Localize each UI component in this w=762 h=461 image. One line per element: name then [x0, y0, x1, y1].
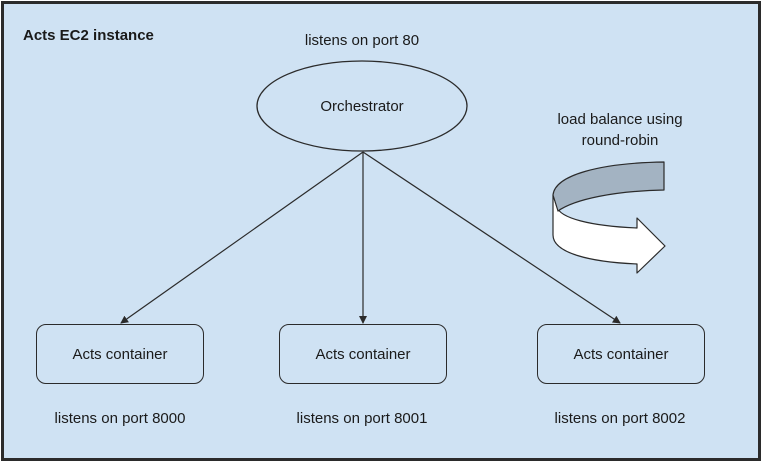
load-balance-note-line1: load balance using [557, 111, 683, 128]
load-balance-note-line2: round-robin [581, 132, 659, 149]
acts-container-label: Acts container [315, 345, 411, 363]
container-0-port-note: listens on port 8000 [54, 410, 186, 427]
diagram-title: Acts EC2 instance [23, 27, 154, 44]
acts-container-node-0: Acts container [36, 324, 204, 384]
orchestrator-port-note: listens on port 80 [304, 32, 420, 49]
container-2-port-note: listens on port 8002 [554, 410, 686, 427]
container-1-port-note: listens on port 8001 [296, 410, 428, 427]
acts-container-node-2: Acts container [537, 324, 705, 384]
acts-container-label: Acts container [72, 345, 168, 363]
orchestrator-node [256, 60, 468, 152]
acts-container-label: Acts container [573, 345, 669, 363]
acts-container-node-1: Acts container [279, 324, 447, 384]
orchestrator-label: Orchestrator [320, 98, 404, 115]
edge-orchestrator-to-container-0 [120, 151, 364, 324]
round-robin-arrow-icon [552, 161, 666, 274]
edge-orchestrator-to-container-2 [362, 151, 621, 324]
